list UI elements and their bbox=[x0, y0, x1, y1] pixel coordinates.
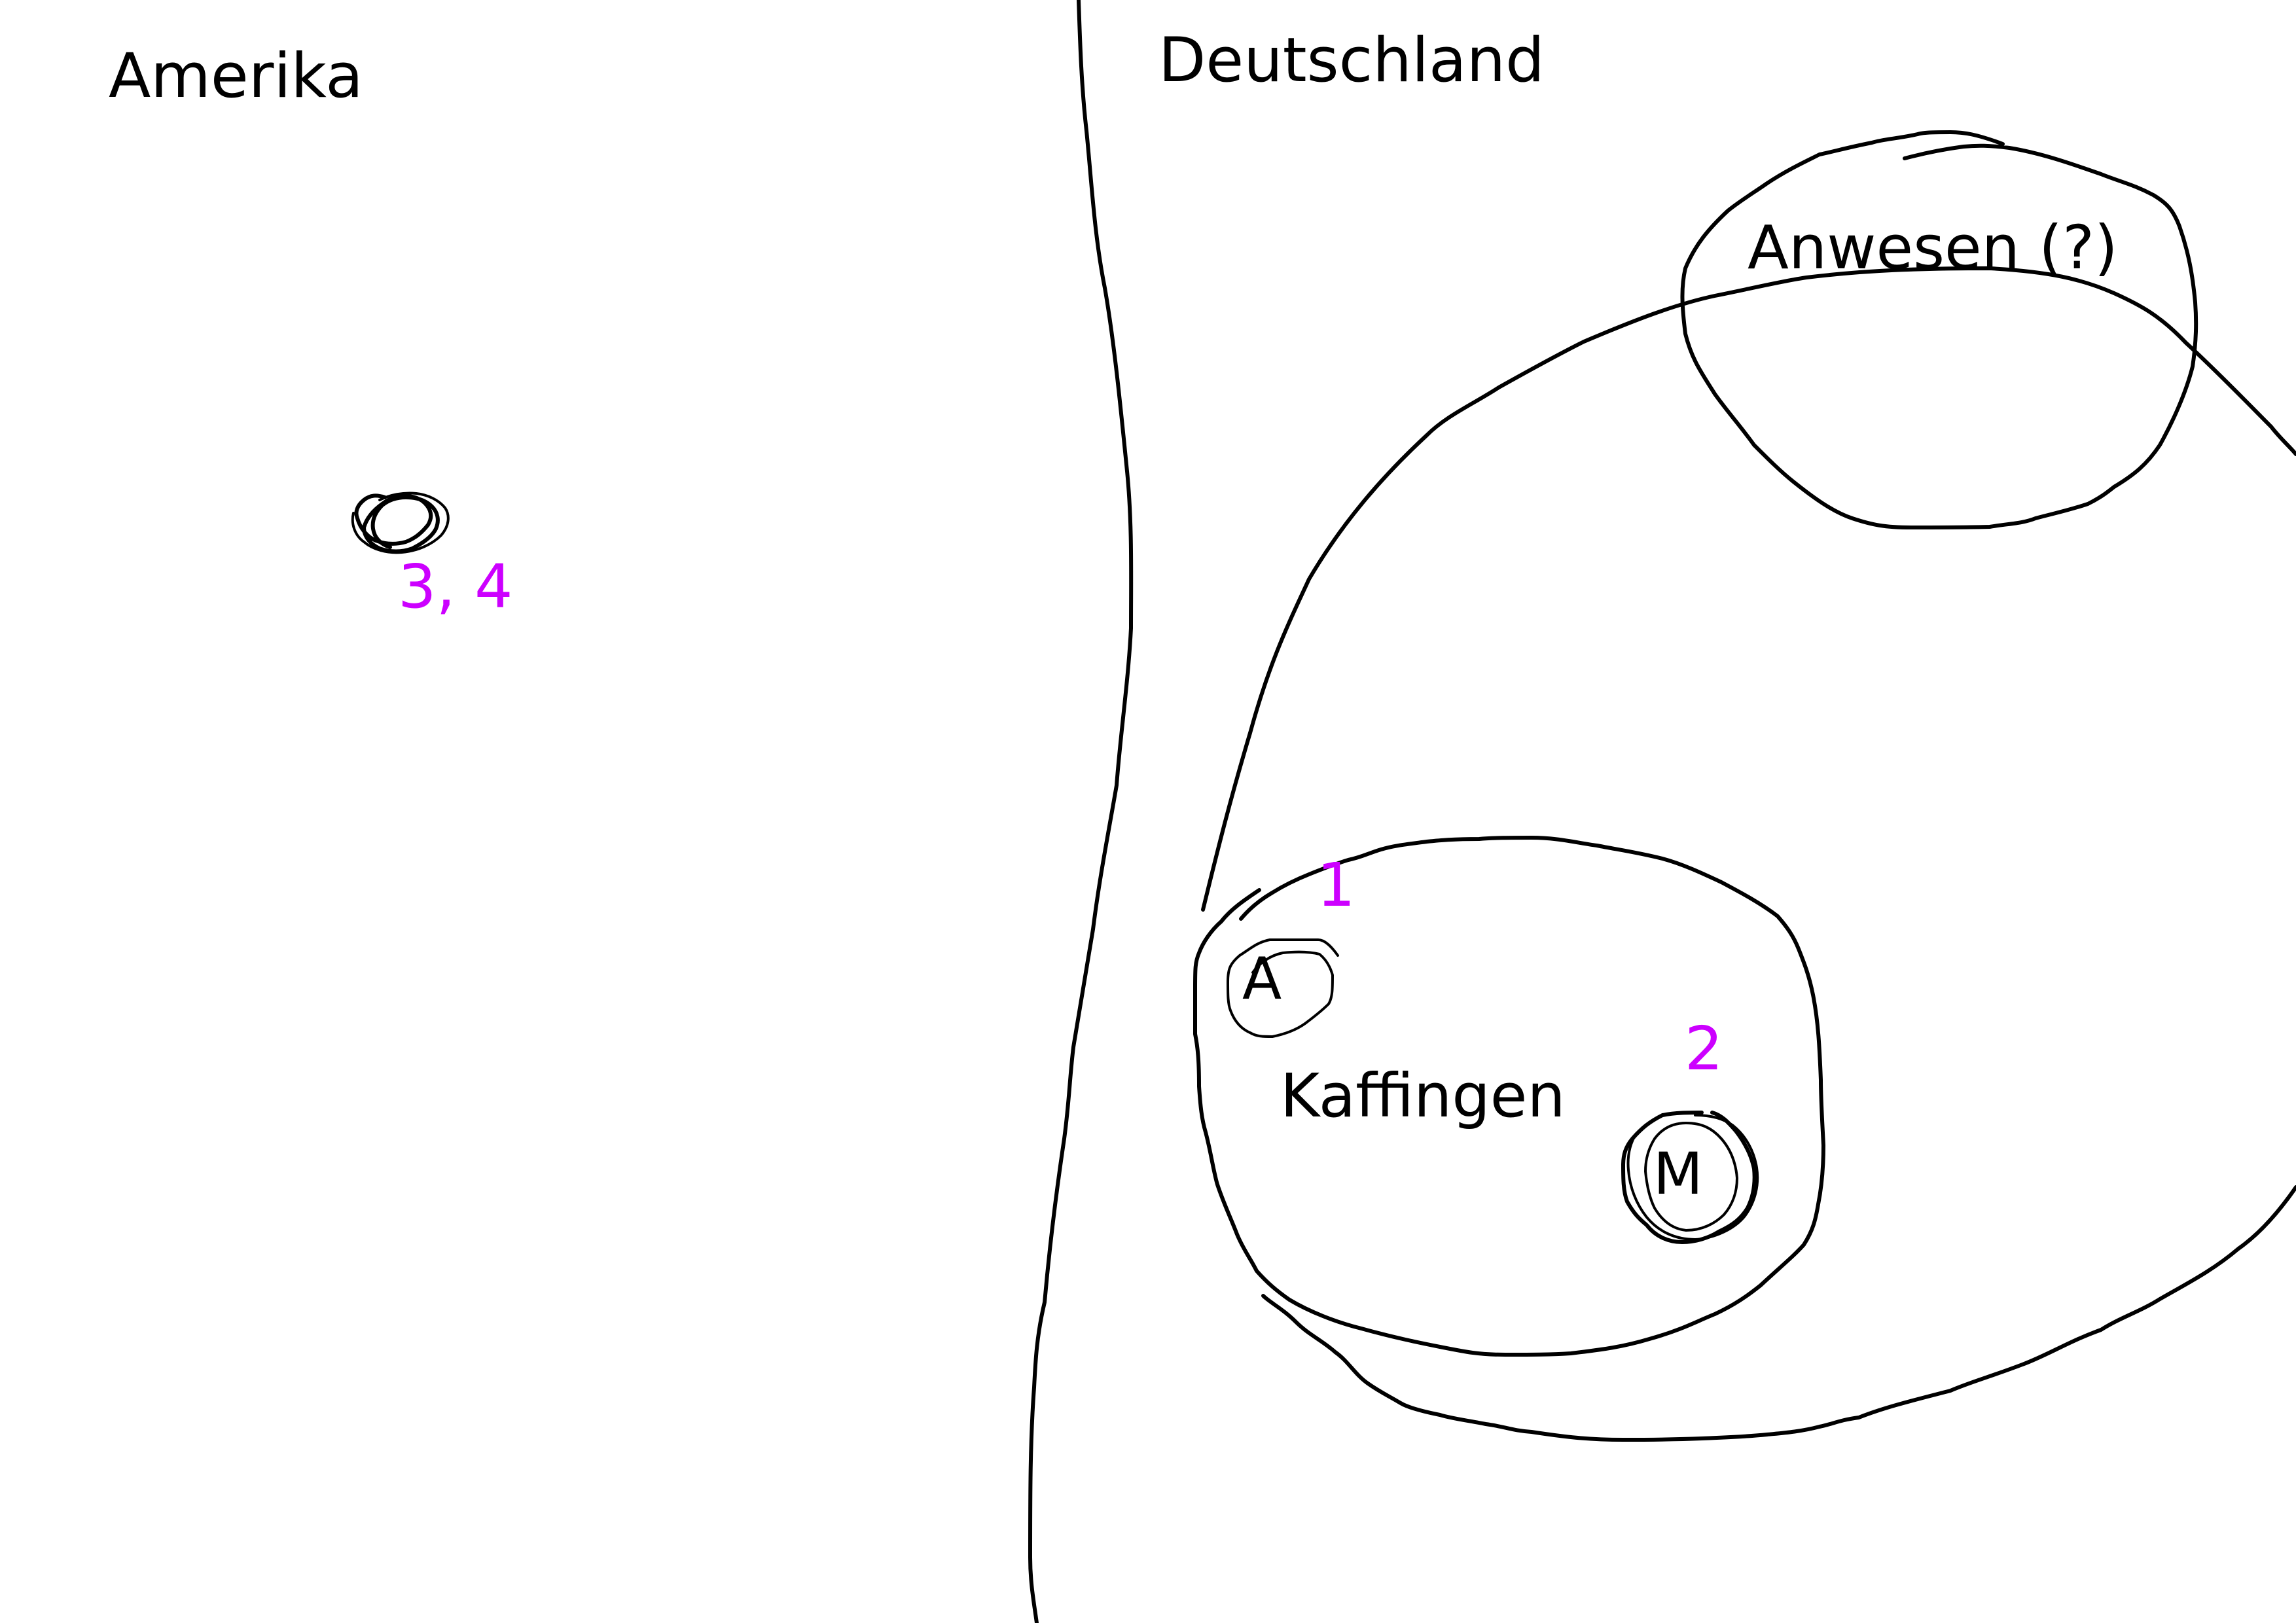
marker-m-label: M bbox=[1653, 1140, 1703, 1207]
marker-a-circle bbox=[1227, 938, 1339, 1038]
amerika-marker-stroke bbox=[351, 491, 450, 554]
border-line bbox=[1028, 0, 1134, 1623]
amerika-label: Amerika bbox=[109, 41, 363, 112]
anwesen-outline bbox=[1680, 130, 2198, 529]
kaffingen-label: Kaffingen bbox=[1280, 1061, 1566, 1131]
annotation-number-3-4: 3, 4 bbox=[398, 552, 513, 622]
deutschland-label: Deutschland bbox=[1158, 25, 1545, 96]
marker-m-circle-inner bbox=[1644, 1122, 1738, 1232]
deutschland-region-outline bbox=[1201, 266, 2296, 912]
marker-m-circle-outer bbox=[1626, 1114, 1759, 1241]
annotation-number-2: 2 bbox=[1685, 1014, 1723, 1084]
anwesen-label: Anwesen (?) bbox=[1748, 213, 2118, 283]
kaffingen-outline bbox=[1193, 836, 1825, 1357]
deutschland-region-outline-lower bbox=[1261, 1185, 2296, 1442]
annotation-number-1: 1 bbox=[1317, 850, 1355, 920]
amerika-marker bbox=[354, 493, 440, 554]
marker-a-label: A bbox=[1242, 945, 1282, 1012]
